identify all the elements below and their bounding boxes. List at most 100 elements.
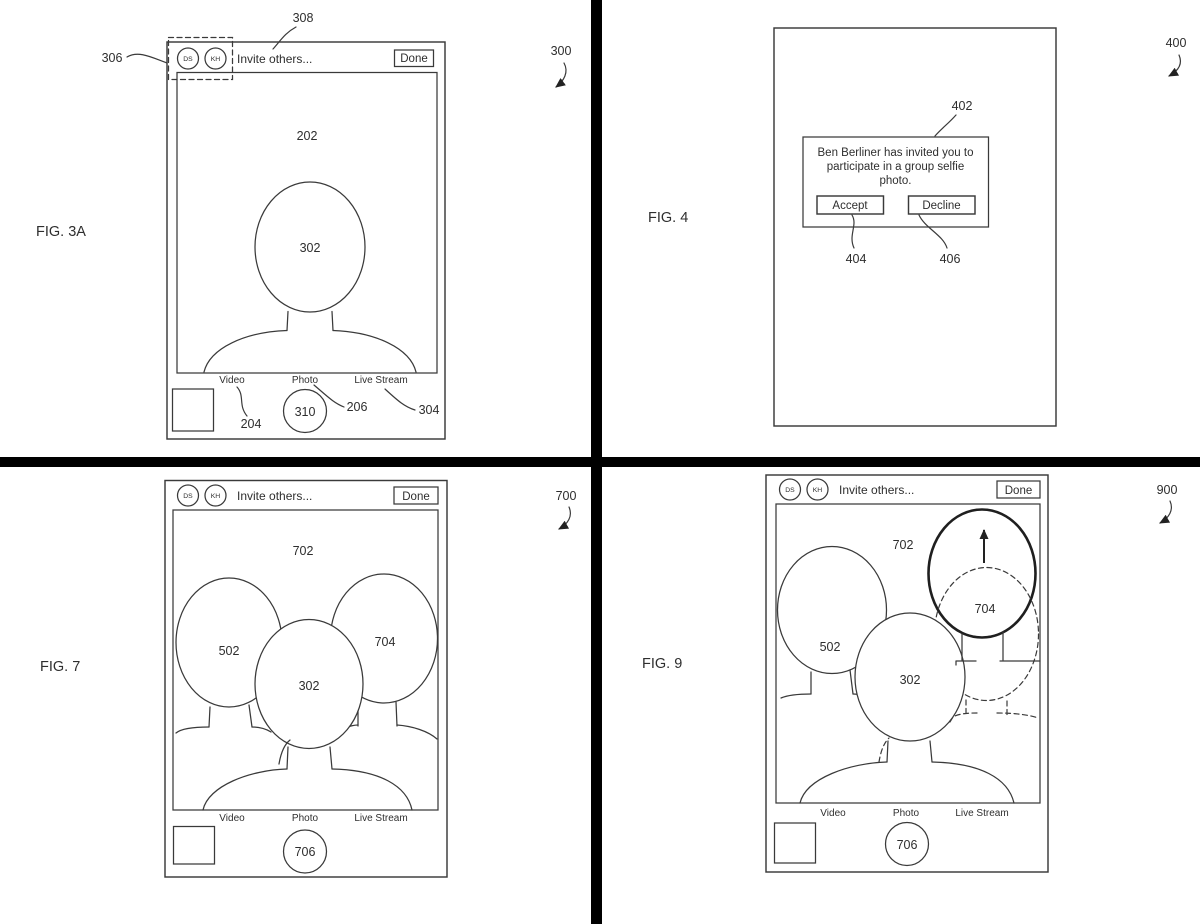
avatar-chip-ds[interactable]	[778, 478, 802, 501]
figure-label: FIG. 3A	[36, 224, 86, 240]
avatar-chip-kh[interactable]	[204, 484, 227, 507]
figure-7: FIG. 7 700 DS KH Invite others... Done 7…	[40, 479, 577, 878]
figure-ref-arrow	[555, 62, 567, 88]
avatar-initials: DS	[183, 56, 193, 63]
figure-label: FIG. 9	[642, 656, 682, 672]
subject-head	[254, 181, 366, 313]
accept-button[interactable]	[816, 195, 885, 215]
ref-shutter: 706	[897, 838, 918, 852]
done-button[interactable]	[393, 486, 439, 505]
done-button-label: Done	[1005, 485, 1033, 497]
invite-others-field[interactable]: Invite others...	[237, 489, 312, 503]
shutter-button[interactable]	[282, 388, 328, 434]
ref-center-subject: 302	[900, 673, 921, 687]
figure-4: FIG. 4 400 Ben Berliner has invited you …	[648, 27, 1187, 427]
figure-9: FIG. 9 900 DS KH Invite others... Done 7…	[642, 474, 1178, 873]
camera-roll-thumbnail[interactable]	[172, 825, 216, 865]
figure-label: FIG. 7	[40, 659, 80, 675]
center-subject-shoulders	[202, 768, 413, 811]
accept-button-label: Accept	[832, 200, 868, 212]
camera-viewfinder	[172, 509, 439, 811]
decline-button-label: Decline	[922, 200, 960, 212]
figure-ref-number: 700	[556, 489, 577, 503]
leader-photo	[313, 384, 345, 408]
ref-viewfinder: 702	[893, 538, 914, 552]
leader-dialog	[934, 114, 957, 137]
moved-subject-neck-shoulders	[955, 631, 1041, 666]
avatar-initials: DS	[785, 487, 795, 494]
mode-photo[interactable]: Photo	[292, 375, 319, 386]
quadrant-divider-horizontal	[0, 457, 1200, 467]
dialog-message-line: Ben Berliner has invited you to	[818, 147, 974, 159]
subject-neck	[286, 310, 334, 332]
avatar-initials: KH	[813, 487, 823, 494]
ghost-neck-shoulders	[949, 699, 1039, 723]
ref-left-subject: 502	[820, 640, 841, 654]
ref-viewfinder: 702	[293, 544, 314, 558]
ref-accept: 404	[846, 252, 867, 266]
decline-button[interactable]	[907, 195, 976, 215]
ref-subject: 302	[300, 241, 321, 255]
figure-3a: FIG. 3A 300 DS KH Invite others... Done …	[36, 11, 572, 440]
shutter-button[interactable]	[884, 821, 930, 867]
figure-label: FIG. 4	[648, 210, 688, 226]
mode-photo[interactable]: Photo	[893, 808, 920, 819]
avatar-initials: DS	[183, 493, 193, 500]
ghost-arm-line	[878, 737, 890, 763]
avatars-dashed-outline	[167, 36, 234, 81]
mode-photo[interactable]: Photo	[292, 813, 319, 824]
leader-invite	[272, 26, 297, 50]
figure-ref-number: 400	[1166, 36, 1187, 50]
figure-ref-arrow	[1168, 54, 1181, 77]
center-subject-head	[254, 618, 364, 750]
figure-ref-number: 300	[551, 44, 572, 58]
leader-live-stream	[384, 388, 416, 411]
mode-video[interactable]: Video	[820, 808, 846, 819]
mode-video[interactable]: Video	[219, 813, 245, 824]
camera-roll-thumbnail[interactable]	[171, 388, 215, 432]
done-button[interactable]	[996, 480, 1041, 499]
left-subject-arm-line	[278, 739, 291, 765]
mode-live-stream[interactable]: Live Stream	[354, 375, 407, 386]
leader-avatars	[126, 53, 168, 64]
mode-live-stream[interactable]: Live Stream	[354, 813, 407, 824]
left-subject-head	[776, 545, 888, 675]
ref-decline: 406	[940, 252, 961, 266]
figure-ref-number: 900	[1157, 483, 1178, 497]
mode-video[interactable]: Video	[219, 375, 245, 386]
avatar-chip-ds[interactable]	[176, 484, 200, 507]
done-button-label: Done	[400, 53, 428, 65]
done-button-label: Done	[402, 491, 430, 503]
ref-invite: 308	[293, 11, 314, 25]
ref-center-subject: 302	[299, 679, 320, 693]
ref-avatars: 306	[102, 51, 123, 65]
dialog-message-line: participate in a group selfie	[827, 161, 964, 173]
leader-decline	[918, 214, 948, 249]
camera-viewfinder	[775, 503, 1041, 804]
ref-shutter: 706	[295, 845, 316, 859]
center-subject-neck	[286, 746, 333, 770]
invite-others-field[interactable]: Invite others...	[839, 483, 914, 497]
ref-right-subject: 704	[375, 635, 396, 649]
center-subject-shoulders	[799, 761, 1015, 804]
avatar-chip-kh[interactable]	[806, 478, 829, 501]
mode-live-stream[interactable]: Live Stream	[955, 808, 1008, 819]
ref-left-subject: 502	[219, 644, 240, 658]
camera-roll-thumbnail[interactable]	[773, 822, 817, 864]
ref-shutter: 310	[295, 405, 316, 419]
figure-ref-arrow	[1159, 500, 1172, 524]
ref-video: 204	[241, 417, 262, 431]
center-subject-neck	[886, 740, 933, 763]
avatar-chip-kh[interactable]	[204, 47, 227, 70]
dialog-message-line: photo.	[880, 175, 912, 187]
center-subject-head	[854, 612, 966, 742]
done-button[interactable]	[393, 49, 435, 68]
camera-viewfinder	[176, 71, 438, 374]
shutter-button[interactable]	[282, 829, 328, 874]
avatar-initials: KH	[211, 493, 221, 500]
invite-others-field[interactable]: Invite others...	[237, 52, 312, 66]
leader-video	[236, 386, 248, 417]
ref-moved-subject: 704	[975, 602, 996, 616]
avatar-chip-ds[interactable]	[176, 47, 200, 70]
avatar-initials: KH	[211, 56, 221, 63]
